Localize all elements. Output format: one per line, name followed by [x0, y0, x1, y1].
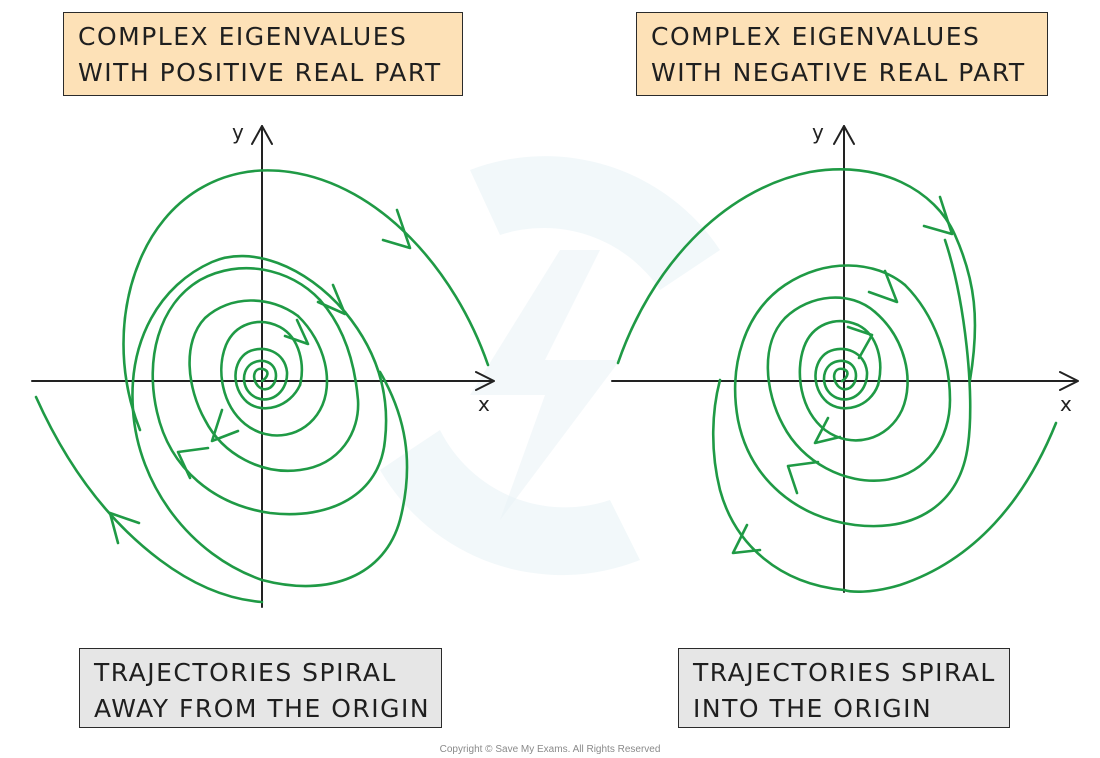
right-arrow-tail-bottom	[731, 523, 762, 555]
title-line-2: WITH NEGATIVE REAL PART	[651, 58, 1026, 87]
title-box-positive-real-part: COMPLEX EIGENVALUES WITH POSITIVE REAL P…	[63, 12, 463, 96]
right-arrow-inner-bottom	[813, 416, 842, 445]
caption-line-1: TRAJECTORIES SPIRAL	[94, 658, 397, 687]
title-line-2: WITH POSITIVE REAL PART	[78, 58, 442, 87]
title-line-1: COMPLEX EIGENVALUES	[651, 22, 981, 51]
caption-line-2: INTO THE ORIGIN	[693, 694, 933, 723]
left-spiral-outer-tail-bottom	[34, 395, 264, 604]
right-x-axis-label: x	[1060, 392, 1072, 416]
right-trajectories	[616, 168, 1058, 593]
right-arrow-outer-right	[867, 269, 899, 304]
left-arrow-tail-bottom	[108, 511, 141, 545]
left-spiral-core	[234, 347, 302, 410]
caption-line-1: TRAJECTORIES SPIRAL	[693, 658, 996, 687]
right-direction-arrows	[731, 195, 954, 555]
right-arrow-outer-top	[922, 195, 954, 236]
watermark-logo	[380, 156, 720, 576]
left-arrow-outer-bottom	[176, 446, 210, 480]
left-direction-arrows	[108, 208, 412, 545]
left-spiral-outer-tail-top	[122, 169, 490, 432]
right-arrow-middle	[846, 325, 874, 360]
left-y-axis-label: y	[232, 120, 244, 144]
left-x-axis-arrowhead	[475, 371, 495, 391]
right-spiral-outer-2	[733, 238, 972, 528]
right-x-axis-arrowhead	[1059, 371, 1079, 391]
left-phase-portrait: x y	[31, 120, 495, 608]
right-y-axis-label: y	[812, 120, 824, 144]
title-line-1: COMPLEX EIGENVALUES	[78, 22, 408, 51]
left-arrow-outer-top	[381, 208, 412, 250]
left-trajectories	[34, 169, 490, 604]
right-spiral-outer-tail-bottom	[711, 378, 1058, 593]
right-phase-portrait: x y	[611, 120, 1079, 593]
left-spiral-outer-1	[188, 298, 360, 473]
left-x-axis-label: x	[478, 392, 490, 416]
caption-box-spiral-into: TRAJECTORIES SPIRAL INTO THE ORIGIN	[678, 648, 1010, 728]
left-spiral-outermost	[131, 254, 409, 588]
right-axes: x y	[611, 120, 1079, 593]
title-box-negative-real-part: COMPLEX EIGENVALUES WITH NEGATIVE REAL P…	[636, 12, 1048, 96]
left-arrow-outer-right	[316, 283, 347, 316]
right-spiral-outer-tail-top	[616, 168, 977, 382]
left-axes: x y	[31, 120, 495, 608]
left-arrow-middle	[283, 318, 310, 346]
left-spiral-middle	[220, 314, 329, 437]
right-spiral-middle	[798, 310, 909, 442]
left-arrow-inner-bottom	[210, 408, 240, 443]
caption-line-2: AWAY FROM THE ORIGIN	[94, 694, 431, 723]
right-arrow-outer-bottom	[786, 460, 820, 495]
left-y-axis-arrowhead	[251, 125, 273, 145]
left-spiral-outer-2	[151, 266, 388, 516]
right-y-axis-arrowhead	[833, 125, 855, 145]
caption-box-spiral-away: TRAJECTORIES SPIRAL AWAY FROM THE ORIGIN	[79, 648, 442, 728]
right-spiral-core	[814, 347, 880, 410]
copyright-notice: Copyright © Save My Exams. All Rights Re…	[439, 744, 661, 755]
right-spiral-outer-1	[766, 283, 952, 482]
